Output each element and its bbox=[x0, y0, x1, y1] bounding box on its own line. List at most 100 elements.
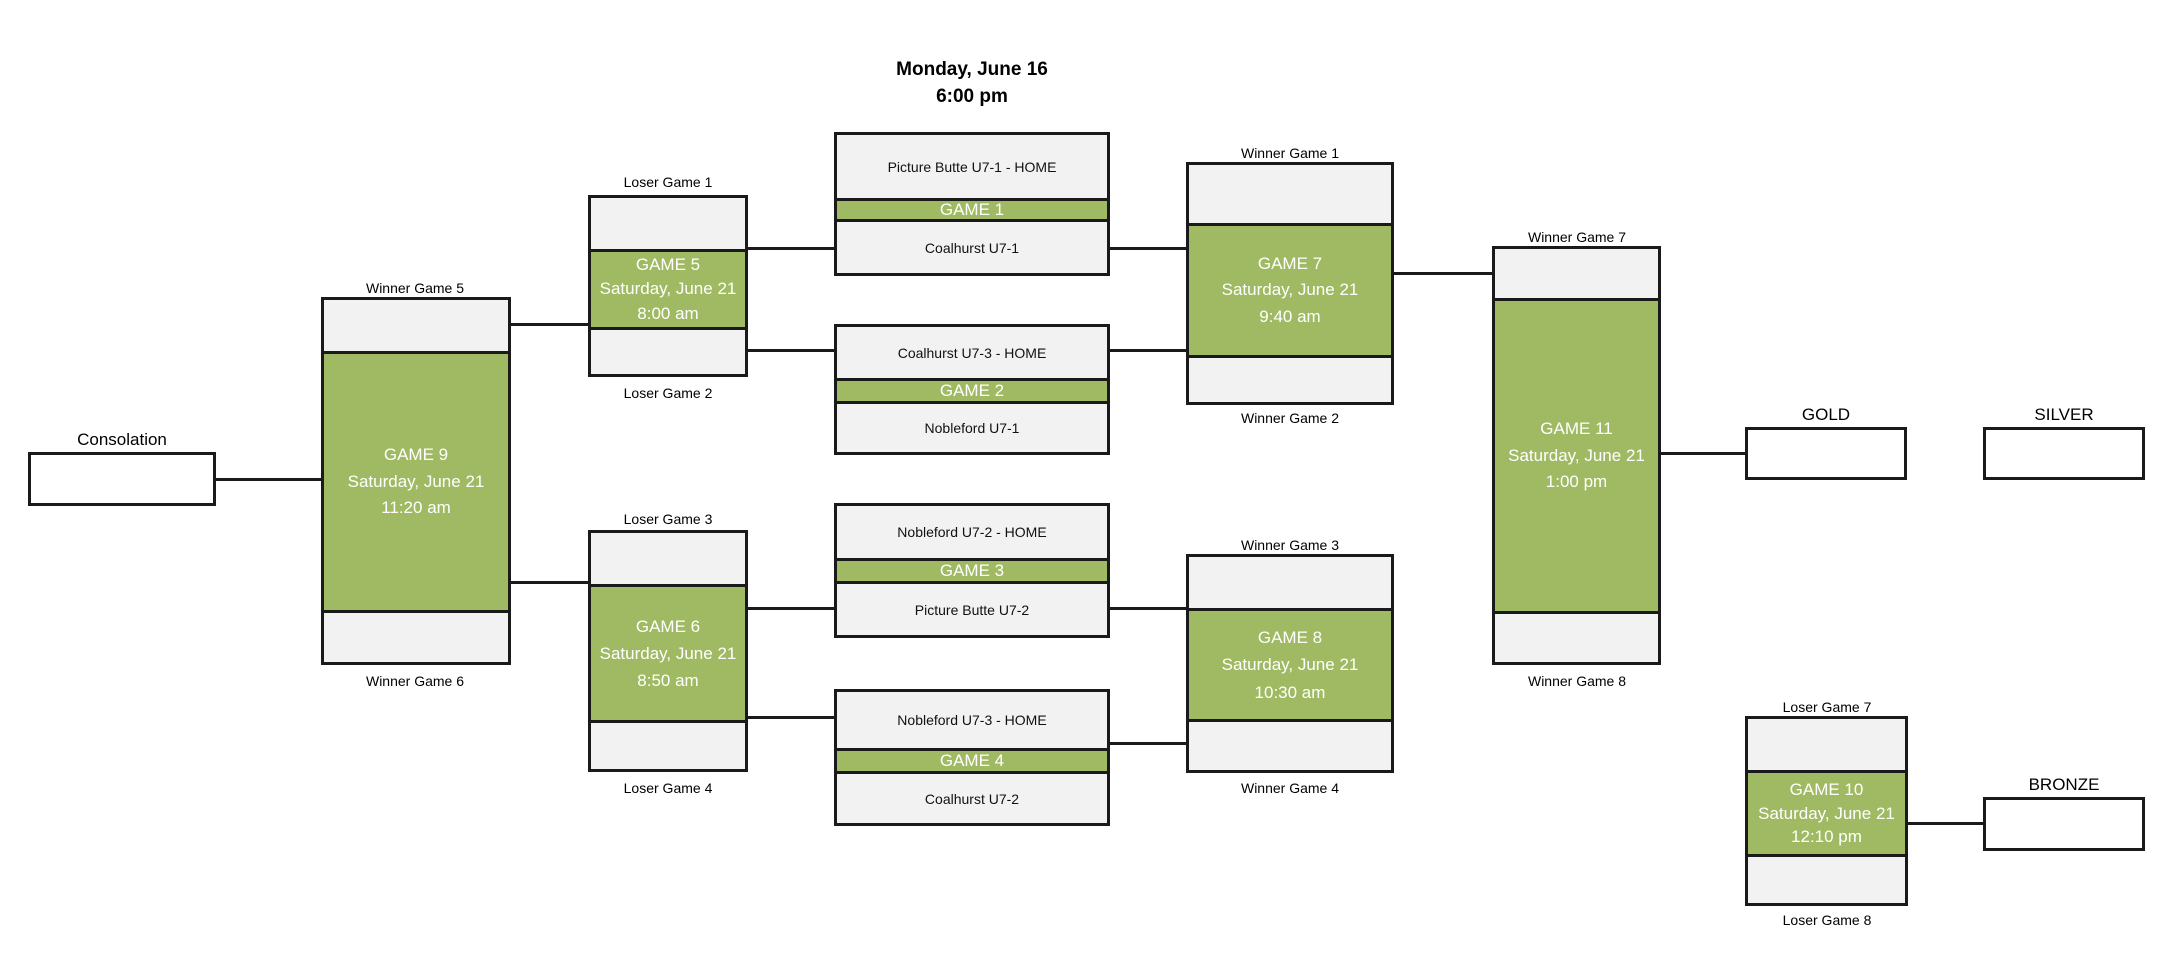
game-4-label: GAME 4 bbox=[837, 748, 1107, 774]
game-6-bottom-slot bbox=[591, 720, 745, 769]
game-5-top-slot bbox=[591, 198, 745, 252]
game-10-bottom-slot bbox=[1748, 854, 1905, 903]
connector-game1-to-game5 bbox=[748, 247, 834, 250]
game-9-bottom-slot bbox=[324, 610, 508, 662]
game-10-top-slot bbox=[1748, 719, 1905, 773]
game-8-time: 10:30 am bbox=[1254, 682, 1326, 702]
game-1-home-team: Picture Butte U7-1 - HOME bbox=[837, 135, 1107, 198]
game-11-bottom-slot bbox=[1495, 611, 1658, 662]
game-11-time: 1:00 pm bbox=[1545, 472, 1608, 492]
game-1-label: GAME 1 bbox=[837, 198, 1107, 222]
game-6-info: GAME 6 Saturday, June 21 8:50 am bbox=[591, 587, 745, 720]
game-10-top-slot-label: Loser Game 7 bbox=[1782, 699, 1872, 715]
game-6-top-slot bbox=[591, 533, 745, 587]
game-8-info: GAME 8 Saturday, June 21 10:30 am bbox=[1189, 611, 1391, 719]
game-8-bottom-slot bbox=[1189, 719, 1391, 770]
connector-game2-to-game5 bbox=[748, 349, 834, 352]
consolation-label: Consolation bbox=[77, 430, 167, 449]
gold-label: GOLD bbox=[1801, 405, 1851, 424]
game-9-date: Saturday, June 21 bbox=[347, 471, 485, 491]
game-11-bottom-slot-label: Winner Game 8 bbox=[1527, 673, 1627, 689]
connector-game2-to-game7 bbox=[1110, 349, 1186, 352]
game-10-label: GAME 10 bbox=[1789, 779, 1864, 799]
connector-game3-to-game8 bbox=[1110, 607, 1186, 610]
game-11-label: GAME 11 bbox=[1540, 419, 1613, 439]
game-2-label: GAME 2 bbox=[837, 378, 1107, 404]
gold-result-box bbox=[1745, 427, 1907, 480]
game-5-bottom-slot bbox=[591, 327, 745, 374]
connector-game9-to-consolation bbox=[216, 478, 321, 481]
game-11-top-slot-label: Winner Game 7 bbox=[1527, 229, 1627, 245]
header-date: Monday, June 16 bbox=[896, 59, 1048, 80]
game-10-info: GAME 10 Saturday, June 21 12:10 pm bbox=[1748, 773, 1905, 854]
game-9-info: GAME 9 Saturday, June 21 11:20 am bbox=[324, 354, 508, 610]
game-9-card: GAME 9 Saturday, June 21 11:20 am bbox=[321, 297, 511, 665]
connector-game1-to-game7 bbox=[1110, 247, 1186, 250]
header-time: 6:00 pm bbox=[936, 86, 1008, 107]
connector-game6-to-game9 bbox=[511, 581, 588, 584]
consolation-result-box bbox=[28, 452, 216, 506]
game-8-card: GAME 8 Saturday, June 21 10:30 am bbox=[1186, 554, 1394, 773]
game-5-bottom-slot-label: Loser Game 2 bbox=[623, 385, 713, 401]
game-5-card: GAME 5 Saturday, June 21 8:00 am bbox=[588, 195, 748, 377]
game-10-bottom-slot-label: Loser Game 8 bbox=[1782, 912, 1872, 928]
game-8-date: Saturday, June 21 bbox=[1221, 655, 1359, 675]
connector-game3-to-game6 bbox=[748, 607, 834, 610]
game-11-info: GAME 11 Saturday, June 21 1:00 pm bbox=[1495, 301, 1658, 611]
bronze-result-box bbox=[1983, 797, 2145, 851]
silver-result-box bbox=[1983, 427, 2145, 480]
game-11-card: GAME 11 Saturday, June 21 1:00 pm bbox=[1492, 246, 1661, 665]
game-7-top-slot bbox=[1189, 165, 1391, 226]
game-6-label: GAME 6 bbox=[635, 616, 701, 636]
game-3-away-team: Picture Butte U7-2 bbox=[837, 584, 1107, 635]
game-7-bottom-slot-label: Winner Game 2 bbox=[1240, 410, 1340, 426]
connector-game7-to-game11 bbox=[1394, 272, 1492, 275]
game-9-bottom-slot-label: Winner Game 6 bbox=[365, 673, 465, 689]
game-3-home-team: Nobleford U7-2 - HOME bbox=[837, 506, 1107, 558]
game-7-card: GAME 7 Saturday, June 21 9:40 am bbox=[1186, 162, 1394, 405]
game-7-info: GAME 7 Saturday, June 21 9:40 am bbox=[1189, 226, 1391, 355]
bronze-label: BRONZE bbox=[2028, 775, 2100, 794]
game-4-card: Nobleford U7-3 - HOME GAME 4 Coalhurst U… bbox=[834, 689, 1110, 826]
game-4-home-team: Nobleford U7-3 - HOME bbox=[837, 692, 1107, 748]
game-9-time: 11:20 am bbox=[381, 498, 451, 518]
game-6-time: 8:50 am bbox=[637, 671, 699, 691]
schedule-header: Monday, June 16 6:00 pm bbox=[896, 56, 1048, 110]
connector-game10-to-bronze bbox=[1908, 822, 1983, 825]
game-8-label: GAME 8 bbox=[1257, 628, 1323, 648]
connector-game5-to-game9 bbox=[511, 323, 588, 326]
game-8-top-slot bbox=[1189, 557, 1391, 611]
game-1-card: Picture Butte U7-1 - HOME GAME 1 Coalhur… bbox=[834, 132, 1110, 276]
game-6-card: GAME 6 Saturday, June 21 8:50 am bbox=[588, 530, 748, 772]
game-3-card: Nobleford U7-2 - HOME GAME 3 Picture But… bbox=[834, 503, 1110, 638]
game-7-bottom-slot bbox=[1189, 355, 1391, 402]
game-9-top-slot bbox=[324, 300, 508, 354]
game-8-bottom-slot-label: Winner Game 4 bbox=[1240, 780, 1340, 796]
game-6-bottom-slot-label: Loser Game 4 bbox=[623, 780, 713, 796]
game-5-info: GAME 5 Saturday, June 21 8:00 am bbox=[591, 252, 745, 327]
game-9-label: GAME 9 bbox=[383, 445, 449, 465]
game-5-time: 8:00 am bbox=[637, 303, 699, 323]
game-2-home-team: Coalhurst U7-3 - HOME bbox=[837, 327, 1107, 378]
game-5-label: GAME 5 bbox=[635, 254, 701, 274]
game-11-date: Saturday, June 21 bbox=[1508, 445, 1645, 465]
game-7-date: Saturday, June 21 bbox=[1221, 280, 1359, 300]
game-2-card: Coalhurst U7-3 - HOME GAME 2 Nobleford U… bbox=[834, 324, 1110, 455]
game-5-top-slot-label: Loser Game 1 bbox=[623, 174, 713, 190]
game-10-time: 12:10 pm bbox=[1791, 827, 1862, 847]
game-9-top-slot-label: Winner Game 5 bbox=[365, 280, 465, 296]
game-6-top-slot-label: Loser Game 3 bbox=[623, 511, 713, 527]
game-7-label: GAME 7 bbox=[1257, 253, 1323, 273]
game-7-time: 9:40 am bbox=[1259, 306, 1321, 326]
game-10-date: Saturday, June 21 bbox=[1758, 803, 1895, 823]
connector-game11-to-gold bbox=[1661, 452, 1745, 455]
game-11-top-slot bbox=[1495, 249, 1658, 301]
game-5-date: Saturday, June 21 bbox=[599, 279, 737, 299]
game-7-top-slot-label: Winner Game 1 bbox=[1240, 145, 1340, 161]
game-2-away-team: Nobleford U7-1 bbox=[837, 404, 1107, 452]
game-4-away-team: Coalhurst U7-2 bbox=[837, 774, 1107, 823]
connector-game4-to-game6 bbox=[748, 716, 834, 719]
game-8-top-slot-label: Winner Game 3 bbox=[1240, 537, 1340, 553]
game-1-away-team: Coalhurst U7-1 bbox=[837, 222, 1107, 273]
game-3-label: GAME 3 bbox=[837, 558, 1107, 584]
